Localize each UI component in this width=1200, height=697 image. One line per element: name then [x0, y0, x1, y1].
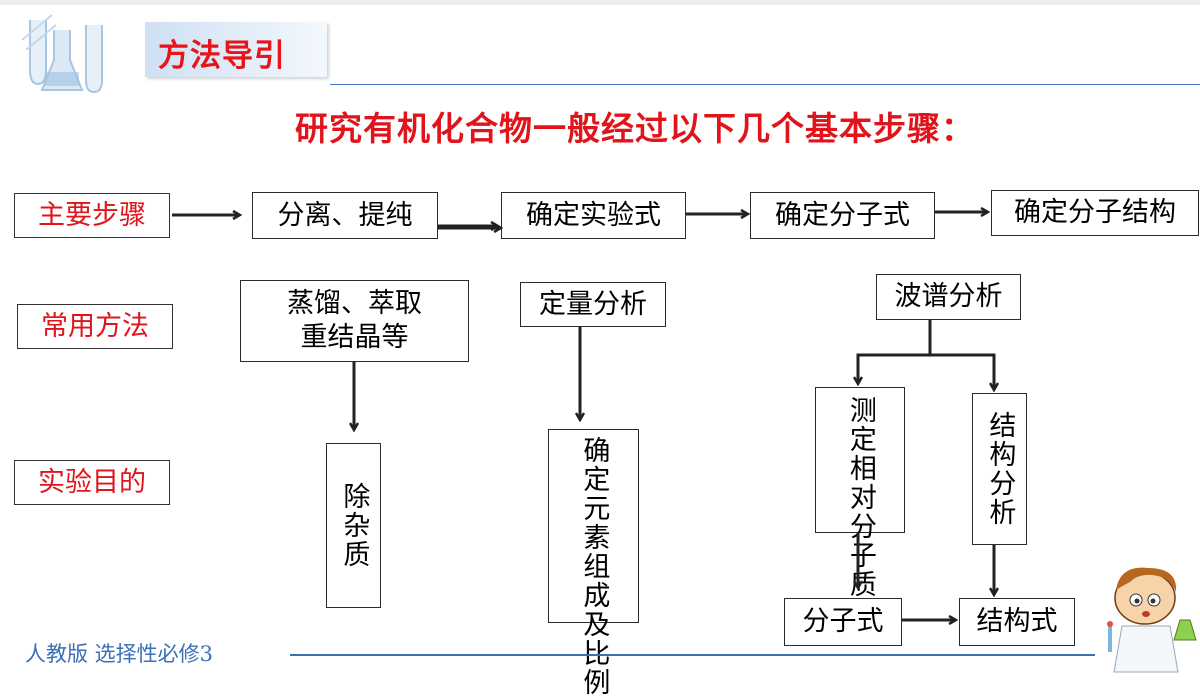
header-divider [330, 84, 1200, 85]
step-separation: 分离、提纯 [252, 192, 438, 239]
footer-divider [290, 654, 1095, 656]
page-title: 研究有机化合物一般经过以下几个基本步骤： [295, 109, 975, 148]
connector-arrows [172, 0, 1200, 675]
method-spectrum: 波谱分析 [876, 274, 1021, 320]
arrow-spectrum-to-mass [858, 320, 932, 384]
method-quantitative: 定量分析 [520, 282, 666, 327]
lab-glassware-icon [21, 14, 103, 94]
purpose-structure-analysis: 结构分析 [972, 393, 1027, 545]
scientist-kid-icon [1107, 567, 1197, 673]
top-border [0, 0, 1200, 5]
section-header [145, 22, 327, 77]
step-molecular-formula: 确定分子式 [750, 192, 935, 239]
footer-caption: 人教版 选择性必修3 [25, 642, 214, 666]
arrow-spectrum-to-structure [930, 353, 994, 390]
row-label-purpose: 实验目的 [14, 460, 170, 505]
result-molecular-formula: 分子式 [784, 598, 902, 646]
row-label-main-steps: 主要步骤 [14, 193, 170, 238]
purpose-relative-mass: 测定相对分子质量 [815, 387, 905, 628]
row-label-common-methods: 常用方法 [17, 304, 173, 349]
purpose-remove-impurities: 除杂质 [326, 443, 381, 608]
step-empirical-formula: 确定实验式 [501, 192, 686, 239]
step-molecular-structure: 确定分子结构 [991, 190, 1199, 236]
result-structural-formula: 结构式 [959, 598, 1075, 646]
section-title: 方法导引 [158, 38, 286, 74]
method-separation: 蒸馏、萃取 重结晶等 [240, 280, 469, 362]
